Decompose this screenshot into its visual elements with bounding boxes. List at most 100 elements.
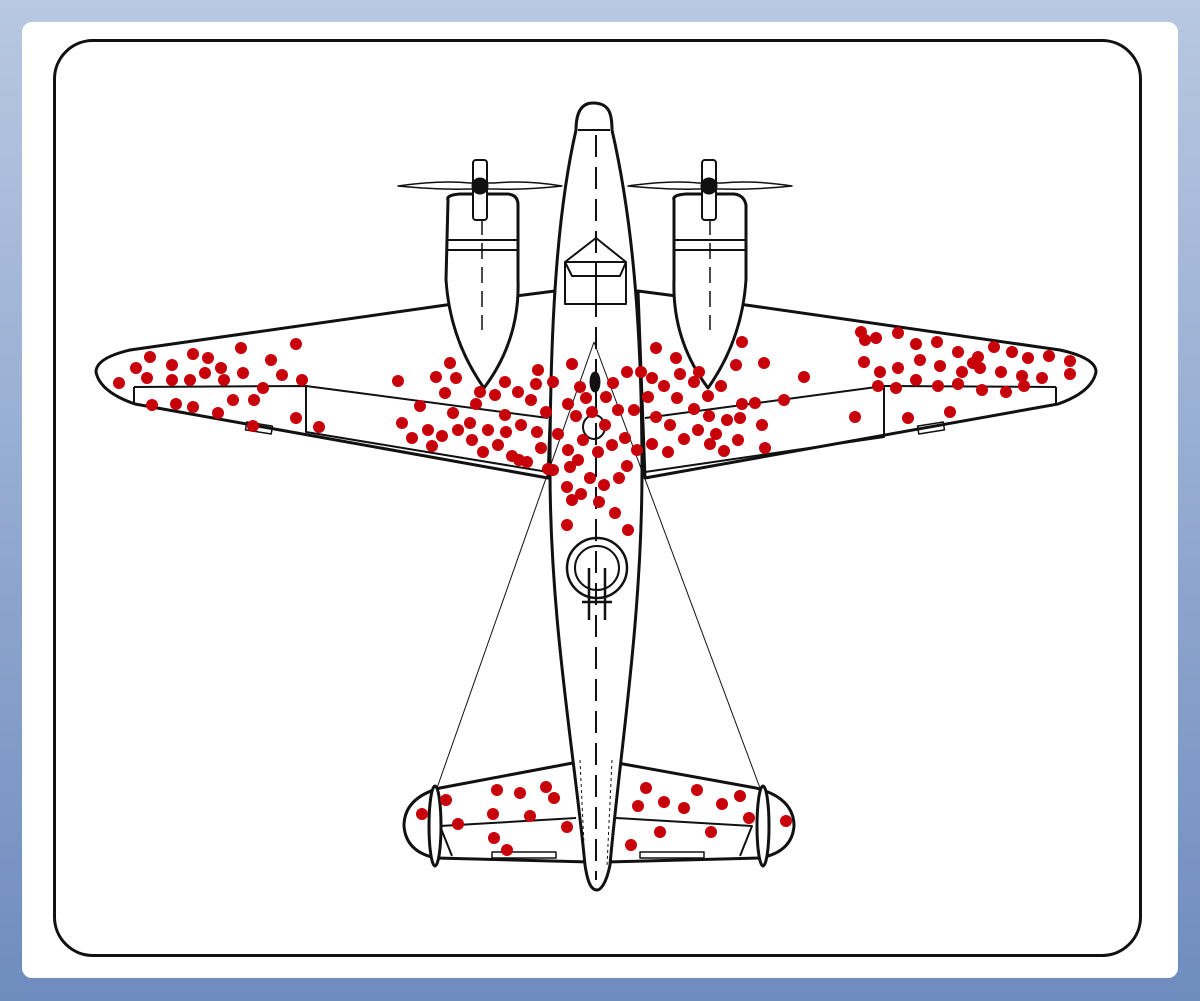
damage-marker <box>892 362 904 374</box>
damage-marker <box>693 366 705 378</box>
damage-marker <box>548 792 560 804</box>
damage-marker <box>778 394 790 406</box>
damage-marker <box>247 420 259 432</box>
damage-marker <box>141 372 153 384</box>
damage-marker <box>514 787 526 799</box>
damage-marker <box>540 781 552 793</box>
damage-marker <box>525 394 537 406</box>
damage-marker <box>716 798 728 810</box>
damage-marker <box>488 832 500 844</box>
bracing-wire <box>593 341 761 789</box>
damage-marker <box>524 810 536 822</box>
damage-marker <box>422 424 434 436</box>
damage-marker <box>874 366 886 378</box>
damage-marker <box>586 406 598 418</box>
damage-marker <box>703 410 715 422</box>
damage-marker <box>1000 386 1012 398</box>
damage-marker <box>688 403 700 415</box>
damage-marker <box>670 352 682 364</box>
damage-marker <box>492 439 504 451</box>
damage-marker <box>313 421 325 433</box>
damage-marker <box>931 336 943 348</box>
damage-marker <box>1016 370 1028 382</box>
damage-marker <box>658 796 670 808</box>
damage-marker <box>910 338 922 350</box>
damage-markers <box>113 326 1076 856</box>
damage-marker <box>574 381 586 393</box>
damage-marker <box>691 784 703 796</box>
damage-marker <box>572 454 584 466</box>
damage-marker <box>734 790 746 802</box>
damage-marker <box>396 417 408 429</box>
damage-marker <box>635 366 647 378</box>
damage-marker <box>688 376 700 388</box>
damage-marker <box>1036 372 1048 384</box>
damage-marker <box>561 821 573 833</box>
bracing-wires <box>436 341 761 867</box>
damage-marker <box>995 366 1007 378</box>
damage-marker <box>621 460 633 472</box>
damage-marker <box>736 398 748 410</box>
damage-marker <box>436 430 448 442</box>
damage-marker <box>932 380 944 392</box>
damage-marker <box>606 439 618 451</box>
damage-marker <box>577 434 589 446</box>
damage-marker <box>858 356 870 368</box>
damage-marker <box>674 368 686 380</box>
damage-marker <box>625 839 637 851</box>
damage-marker <box>622 524 634 536</box>
damage-marker <box>144 351 156 363</box>
damage-marker <box>489 389 501 401</box>
damage-marker <box>715 380 727 392</box>
damage-marker <box>440 794 452 806</box>
damage-marker <box>730 359 742 371</box>
damage-marker <box>464 417 476 429</box>
right-aileron <box>644 385 1057 473</box>
damage-marker <box>1022 352 1034 364</box>
damage-marker <box>202 352 214 364</box>
damage-marker <box>628 404 640 416</box>
damage-marker <box>650 411 662 423</box>
damage-marker <box>531 426 543 438</box>
damage-marker <box>642 391 654 403</box>
damage-marker <box>632 800 644 812</box>
damage-marker <box>658 380 670 392</box>
damage-marker <box>515 419 527 431</box>
damage-marker <box>600 391 612 403</box>
damage-marker <box>1018 380 1030 392</box>
damage-marker <box>276 369 288 381</box>
damage-marker <box>607 377 619 389</box>
damage-marker <box>184 374 196 386</box>
damage-marker <box>248 394 260 406</box>
damage-marker <box>892 327 904 339</box>
damage-marker <box>599 419 611 431</box>
damage-marker <box>1006 346 1018 358</box>
damage-marker <box>736 336 748 348</box>
damage-marker <box>447 407 459 419</box>
damage-marker <box>466 434 478 446</box>
damage-marker <box>580 392 592 404</box>
damage-marker <box>406 432 418 444</box>
damage-marker <box>392 375 404 387</box>
damage-marker <box>952 346 964 358</box>
damage-marker <box>187 348 199 360</box>
left-fin <box>427 784 443 868</box>
damage-marker <box>678 433 690 445</box>
damage-marker <box>166 374 178 386</box>
damage-marker <box>613 472 625 484</box>
damage-marker <box>113 377 125 389</box>
damage-marker <box>500 426 512 438</box>
damage-marker <box>934 360 946 372</box>
damage-marker <box>570 410 582 422</box>
bracing-wire <box>436 341 595 789</box>
damage-marker <box>450 372 462 384</box>
damage-marker <box>956 366 968 378</box>
damage-marker <box>547 376 559 388</box>
damage-marker <box>491 784 503 796</box>
damage-marker <box>671 392 683 404</box>
damage-marker <box>130 362 142 374</box>
damage-marker <box>477 446 489 458</box>
damage-marker <box>474 386 486 398</box>
damage-marker <box>849 411 861 423</box>
damage-marker <box>146 399 158 411</box>
